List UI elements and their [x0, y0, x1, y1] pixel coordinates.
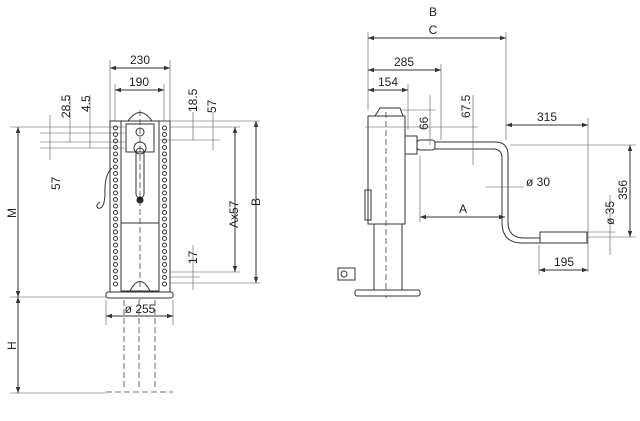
rail-hole — [113, 229, 118, 235]
dim-18-5: 18.5 — [186, 88, 200, 112]
hook-chain — [96, 167, 113, 209]
dim-315: 315 — [537, 110, 557, 124]
dim-230: 230 — [130, 53, 150, 67]
rail-hole — [162, 145, 167, 150]
rail-hole — [162, 223, 167, 228]
dim-a: A — [459, 202, 467, 216]
dim-17: 17 — [186, 250, 200, 264]
dim-ax57: Ax57 — [227, 200, 241, 228]
rail-hole — [113, 249, 118, 254]
foot-plate — [105, 291, 174, 299]
rail-hole — [113, 255, 118, 261]
crank-grip — [539, 231, 588, 244]
rail-hole — [162, 132, 167, 137]
dim-dia-35: ø 35 — [603, 201, 617, 225]
dim-154: 154 — [378, 75, 398, 89]
rail-hole — [113, 132, 118, 137]
dim-57-right: 57 — [205, 99, 219, 113]
dim-foot-diameter: ø 255 — [125, 302, 156, 316]
rail-hole — [162, 203, 167, 209]
foot-plate-side — [354, 289, 421, 297]
dim-67-5: 67.5 — [459, 94, 473, 118]
rail-hole — [162, 275, 167, 280]
rail-hole — [113, 138, 118, 144]
rail-hole — [162, 158, 167, 163]
rail-hole — [113, 210, 118, 215]
rail-hole — [113, 242, 118, 248]
rail-hole — [113, 158, 118, 163]
outer-tube — [367, 115, 406, 225]
dim-m: M — [5, 208, 19, 218]
rail-hole — [113, 275, 118, 280]
rail-hole — [162, 249, 167, 254]
front-view: 230 190 57 28.5 4.5 18.5 57 Ax57 B 17 M — [5, 53, 263, 394]
rail-hole — [162, 268, 167, 274]
rail-hole — [162, 242, 167, 248]
rail-hole — [162, 210, 167, 215]
inner-tube-side — [373, 223, 403, 291]
dim-190: 190 — [129, 75, 149, 89]
rail-hole — [162, 190, 167, 196]
rail-hole — [113, 216, 118, 222]
dim-dia-30: ø 30 — [526, 175, 550, 189]
crank-coupling — [416, 139, 436, 151]
rail-hole — [162, 197, 167, 202]
rail-hole — [162, 171, 167, 176]
rail-hole — [113, 268, 118, 274]
rail-hole — [162, 255, 167, 261]
rail-holes — [113, 125, 167, 287]
rail-hole — [113, 223, 118, 228]
rail-hole — [162, 177, 167, 183]
side-handle — [364, 189, 372, 221]
rail-hole — [162, 151, 167, 157]
gear-box — [404, 135, 418, 155]
dim-h: H — [5, 341, 19, 350]
dim-57-left: 57 — [49, 176, 63, 190]
rail-hole — [113, 164, 118, 170]
dim-4-5: 4.5 — [79, 95, 93, 112]
dim-b-side: B — [429, 5, 437, 19]
rail-hole — [162, 138, 167, 144]
rail-hole — [113, 262, 118, 267]
rail-hole — [113, 171, 118, 176]
rail-hole — [113, 145, 118, 150]
dim-c: C — [429, 23, 438, 37]
rail-hole — [162, 236, 167, 241]
dim-285: 285 — [394, 55, 414, 69]
dim-195: 195 — [554, 255, 574, 269]
dim-b-front: B — [249, 198, 263, 206]
rail-hole — [113, 203, 118, 209]
rail-hole — [162, 125, 167, 131]
rail-hole — [113, 236, 118, 241]
rail-hole — [113, 281, 118, 287]
crank-handle-inner — [435, 148, 540, 244]
rail-hole — [162, 184, 167, 189]
rail-hole — [113, 177, 118, 183]
rail-hole — [162, 281, 167, 287]
rail-hole — [113, 184, 118, 189]
rail-hole — [113, 151, 118, 157]
crank-handle-outer — [435, 141, 540, 239]
rail-hole — [113, 197, 118, 202]
dim-28-5: 28.5 — [59, 94, 73, 118]
rail-hole — [162, 229, 167, 235]
rail-hole — [162, 164, 167, 170]
rail-hole — [162, 216, 167, 222]
rail-hole — [113, 190, 118, 196]
rail-hole — [162, 262, 167, 267]
dim-356: 356 — [616, 180, 630, 200]
rail-hole — [113, 125, 118, 131]
side-view: B C 285 154 66 67.5 315 356 ø 30 A ø 35 … — [337, 5, 636, 300]
dim-66: 66 — [417, 116, 431, 130]
